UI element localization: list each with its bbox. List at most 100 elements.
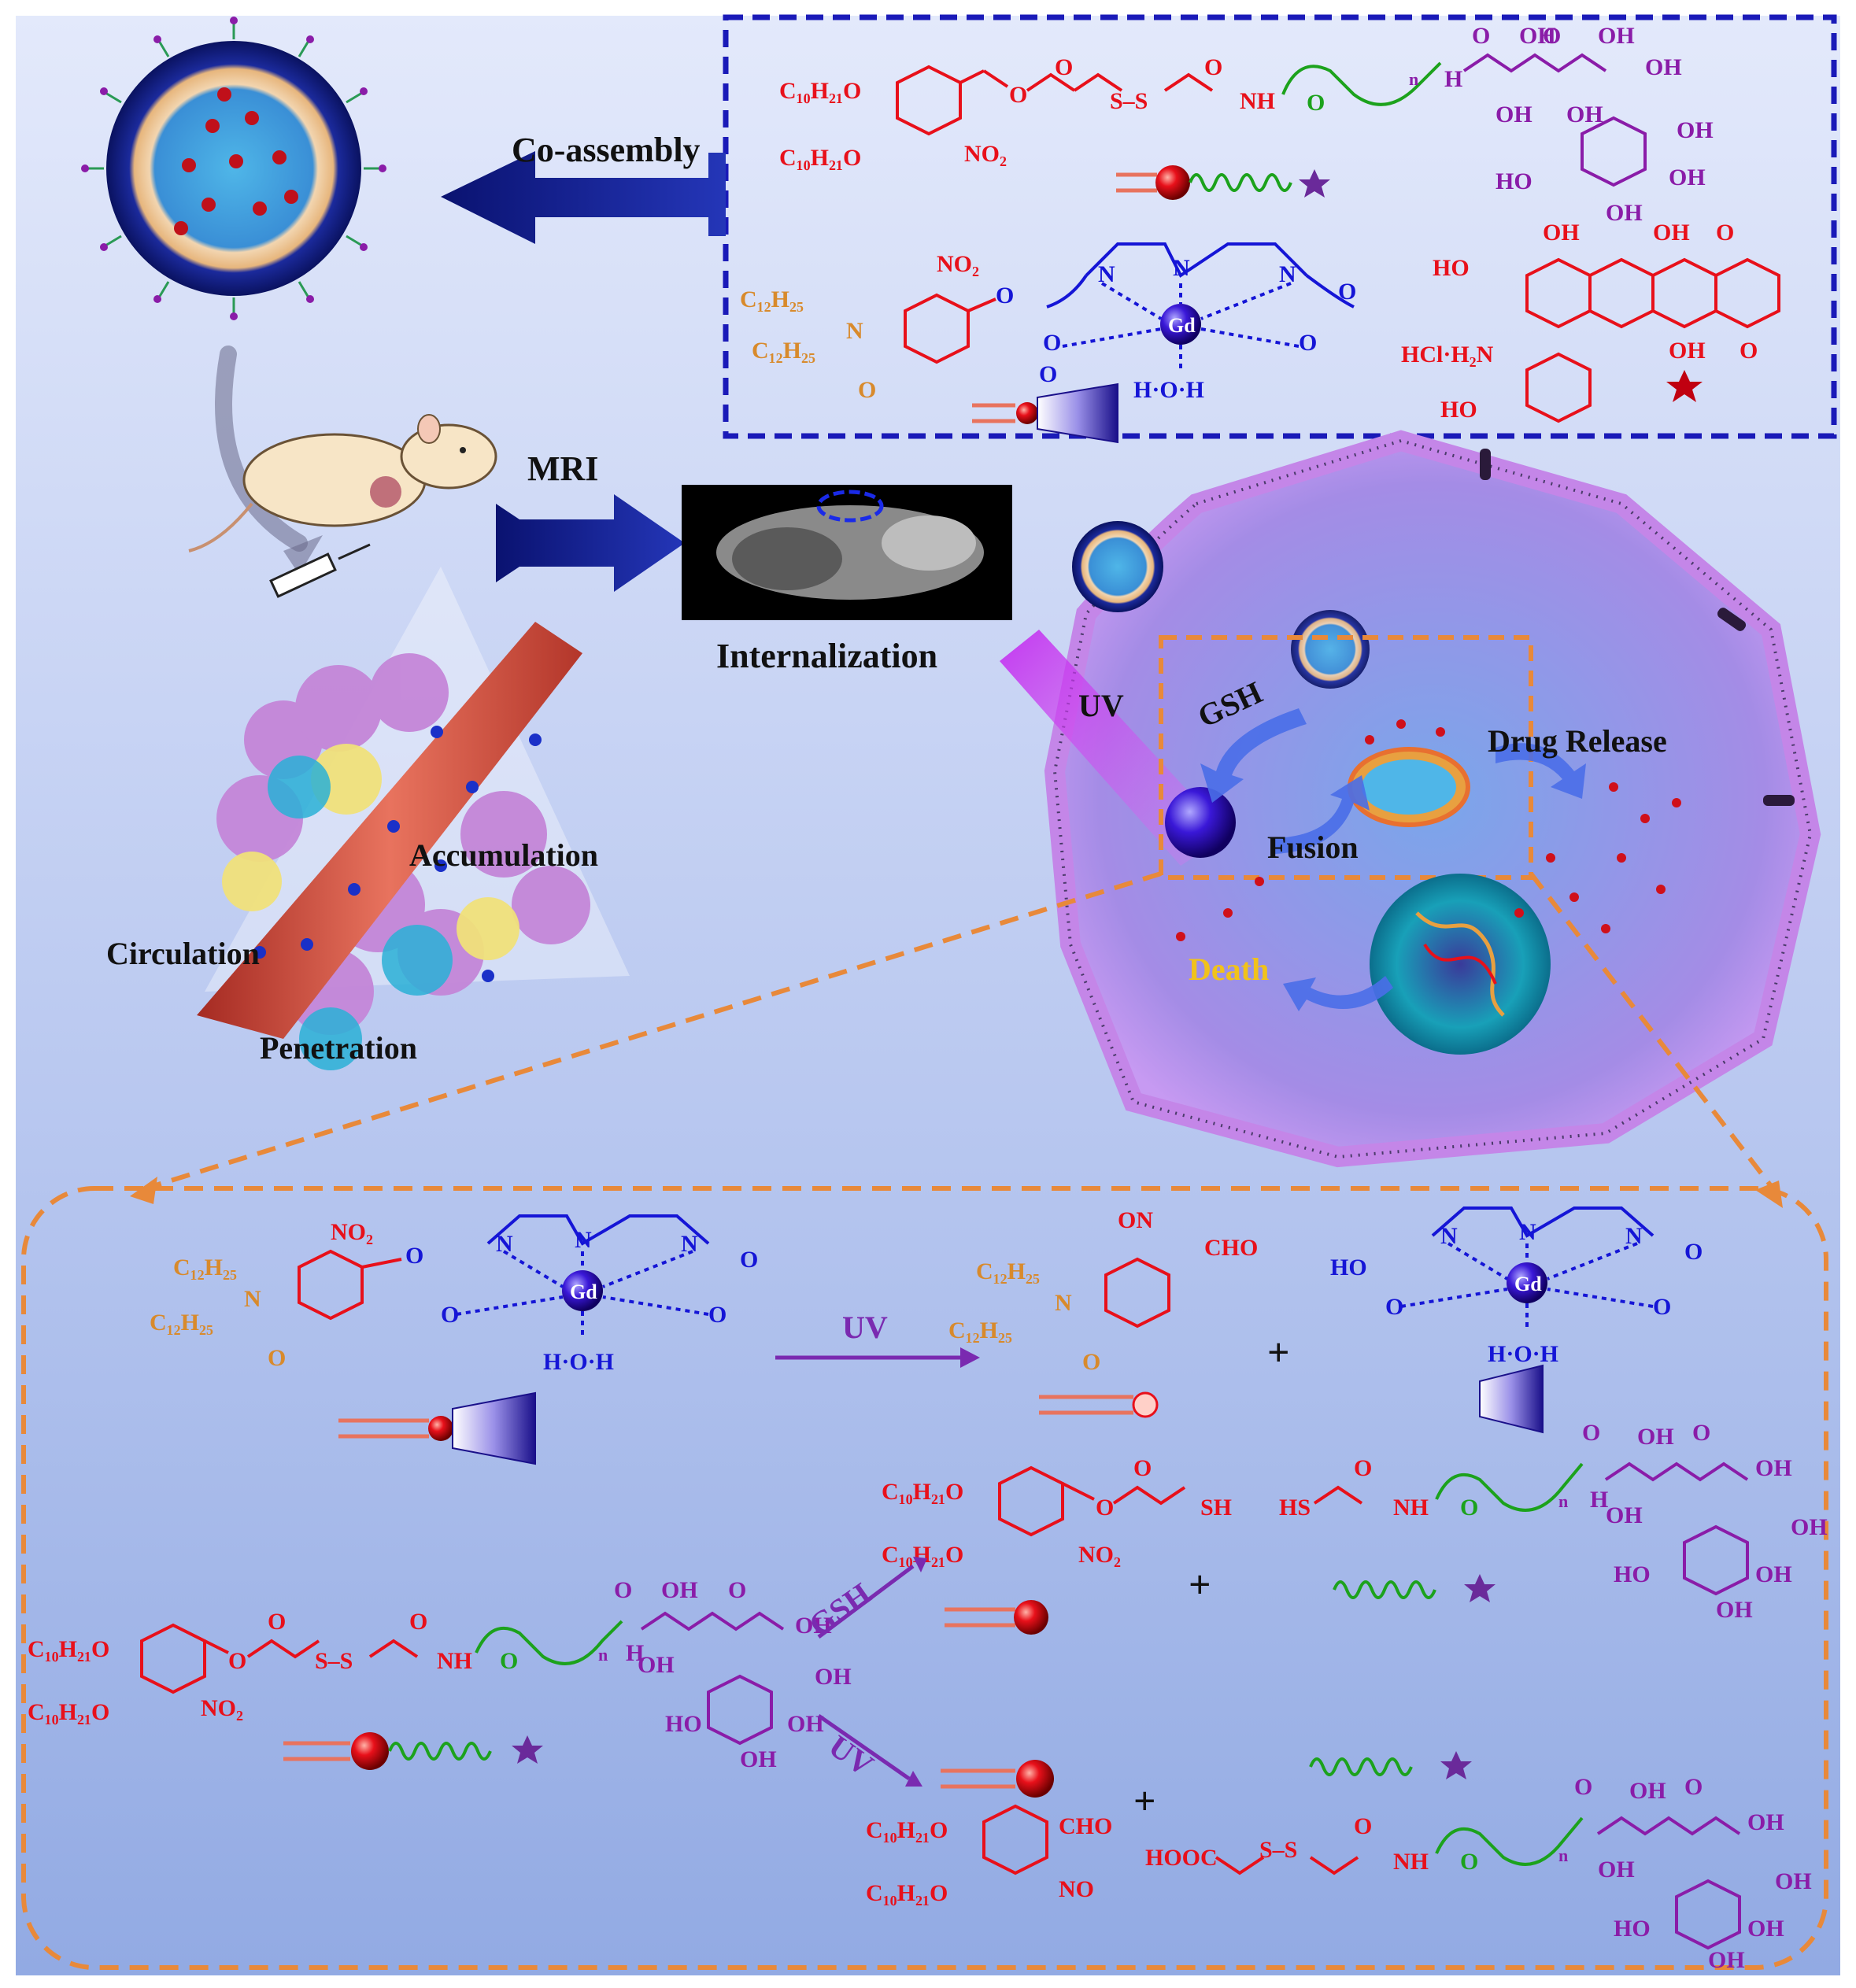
svg-text:Gd: Gd [1514,1273,1542,1295]
fusion-label: Fusion [1267,830,1359,865]
svg-text:C₁₀H₂₁O: C₁₀H₂₁O [28,1636,109,1662]
svg-text:O: O [1460,1495,1478,1521]
svg-text:O: O [405,1243,423,1269]
svg-text:OH: OH [1606,200,1643,226]
svg-text:OH: OH [1598,1857,1635,1883]
svg-text:O: O [1653,1294,1671,1320]
svg-text:n: n [1409,69,1418,89]
parent-sugar: O OH O OH OH OH OH HO OH [614,1577,852,1772]
svg-text:ON: ON [1118,1207,1153,1233]
svg-text:CHO: CHO [1059,1813,1112,1839]
svg-text:O: O [1299,330,1317,356]
svg-text:OH: OH [1755,1561,1792,1587]
svg-text:HOOC: HOOC [1145,1845,1218,1871]
co-assembly-arrow [441,151,726,244]
svg-text:N: N [1519,1219,1536,1245]
svg-text:OH: OH [1637,1424,1674,1450]
disassembled-micelle [1165,787,1236,858]
svg-text:H·O·H: H·O·H [543,1349,614,1375]
gd-product-lipid-cartoon [1039,1391,1159,1418]
svg-text:C₁₀H₂₁O: C₁₀H₂₁O [866,1817,948,1843]
zoom-connectors [145,871,1781,1198]
penetration-label: Penetration [260,1030,417,1066]
svg-text:O: O [268,1345,286,1371]
syringe-icon [269,543,371,598]
nanoparticle-endocytosis [1072,521,1370,689]
svg-text:O: O [1043,330,1061,356]
svg-text:H: H [1444,66,1462,92]
internalization-label: Internalization [716,637,937,675]
svg-text:HCl·H₂N: HCl·H₂N [1401,342,1494,368]
svg-text:C₁₀H₂₁O: C₁₀H₂₁O [779,145,861,171]
svg-text:OH: OH [1566,102,1603,127]
nanoparticle-large [81,17,386,320]
svg-text:n: n [598,1645,608,1665]
uv-product-lipid-cartoon [941,1760,1054,1798]
svg-text:O: O [1204,54,1222,80]
svg-text:OH: OH [1708,1947,1745,1973]
released-drug-dots [1176,719,1681,941]
svg-text:HO: HO [1496,168,1532,194]
svg-text:O: O [1338,279,1356,305]
svg-text:O: O [996,283,1014,309]
gd-chelate-product: Gd HO N N N O O O H·O·H [1330,1206,1703,1367]
svg-text:HO: HO [1614,1916,1651,1942]
svg-text:HO: HO [1614,1561,1651,1587]
svg-text:OH: OH [1519,23,1556,49]
svg-text:C₁₂H₂₅: C₁₂H₂₅ [740,286,804,312]
svg-text:HO: HO [665,1711,702,1737]
svg-text:C₁₂H₂₅: C₁₂H₂₅ [173,1255,237,1280]
lipid-ss-peg-molecule: C₁₀H₂₁O C₁₀H₂₁O O O S–S O NH NO₂ O n H [779,54,1462,171]
gsh-branch-arrow [817,1565,915,1639]
svg-text:NH: NH [1393,1849,1429,1875]
svg-text:OH: OH [638,1652,675,1678]
gsh-product-lipid: C₁₀H₂₁O C₁₀H₂₁O O O SH NO₂ [882,1455,1232,1568]
svg-text:OH: OH [1543,220,1580,246]
svg-text:OH: OH [1677,117,1714,143]
plus-sign-1: + [1267,1330,1290,1374]
svg-text:O: O [1574,1774,1592,1800]
parent-lipid-cartoon [283,1732,543,1770]
svg-text:OH: OH [1775,1868,1812,1894]
svg-text:O: O [1716,220,1734,246]
svg-text:H·O·H: H·O·H [1133,377,1204,403]
svg-text:N: N [1055,1290,1072,1316]
svg-text:O: O [1460,1849,1478,1875]
svg-text:OH: OH [740,1746,777,1772]
uv-branch-arrow [817,1713,911,1781]
svg-text:C₁₀H₂₁O: C₁₀H₂₁O [28,1699,109,1725]
svg-text:OH: OH [1716,1597,1753,1623]
svg-text:H: H [1590,1487,1608,1513]
circulation-label: Circulation [106,936,260,971]
uv-sugar: O OH O OH OH OH OH HO OH [1574,1774,1812,1973]
svg-text:OH: OH [1755,1455,1792,1481]
gd-complex-top: C₁₂H₂₅ C₁₂H₂₅ N O NO₂ O Gd N N N O O O O… [740,242,1356,403]
svg-text:OH: OH [1598,23,1635,49]
svg-text:N: N [681,1231,698,1257]
svg-text:O: O [268,1609,286,1635]
svg-text:O: O [1055,54,1073,80]
svg-text:O: O [728,1577,746,1603]
svg-text:NO₂: NO₂ [964,141,1007,167]
svg-text:NO₂: NO₂ [201,1695,243,1721]
svg-text:O: O [1082,1349,1100,1375]
svg-text:OH: OH [1669,338,1706,364]
lipid-peg-cartoon-top [1116,165,1330,200]
svg-text:HS: HS [1279,1495,1311,1521]
death-label: Death [1189,952,1269,987]
uv-peg-cartoon [1309,1751,1472,1779]
svg-text:OH: OH [661,1577,698,1603]
svg-text:O: O [1133,1455,1152,1481]
cell-nucleus [1370,874,1551,1055]
svg-text:NO₂: NO₂ [331,1219,373,1245]
svg-text:O: O [1354,1455,1372,1481]
svg-text:OH: OH [1606,1502,1643,1528]
gd-lipid-cartoon-top [972,382,1118,444]
pathway-arrows [1200,708,1586,1011]
svg-text:O: O [1009,82,1027,108]
svg-text:N: N [1440,1223,1458,1249]
gd-product-lipid: C₁₂H₂₅ C₁₂H₂₅ N O ON CHO [948,1207,1258,1375]
svg-text:O: O [614,1577,632,1603]
mri-arrow [496,494,685,592]
svg-text:S–S: S–S [1259,1837,1297,1863]
